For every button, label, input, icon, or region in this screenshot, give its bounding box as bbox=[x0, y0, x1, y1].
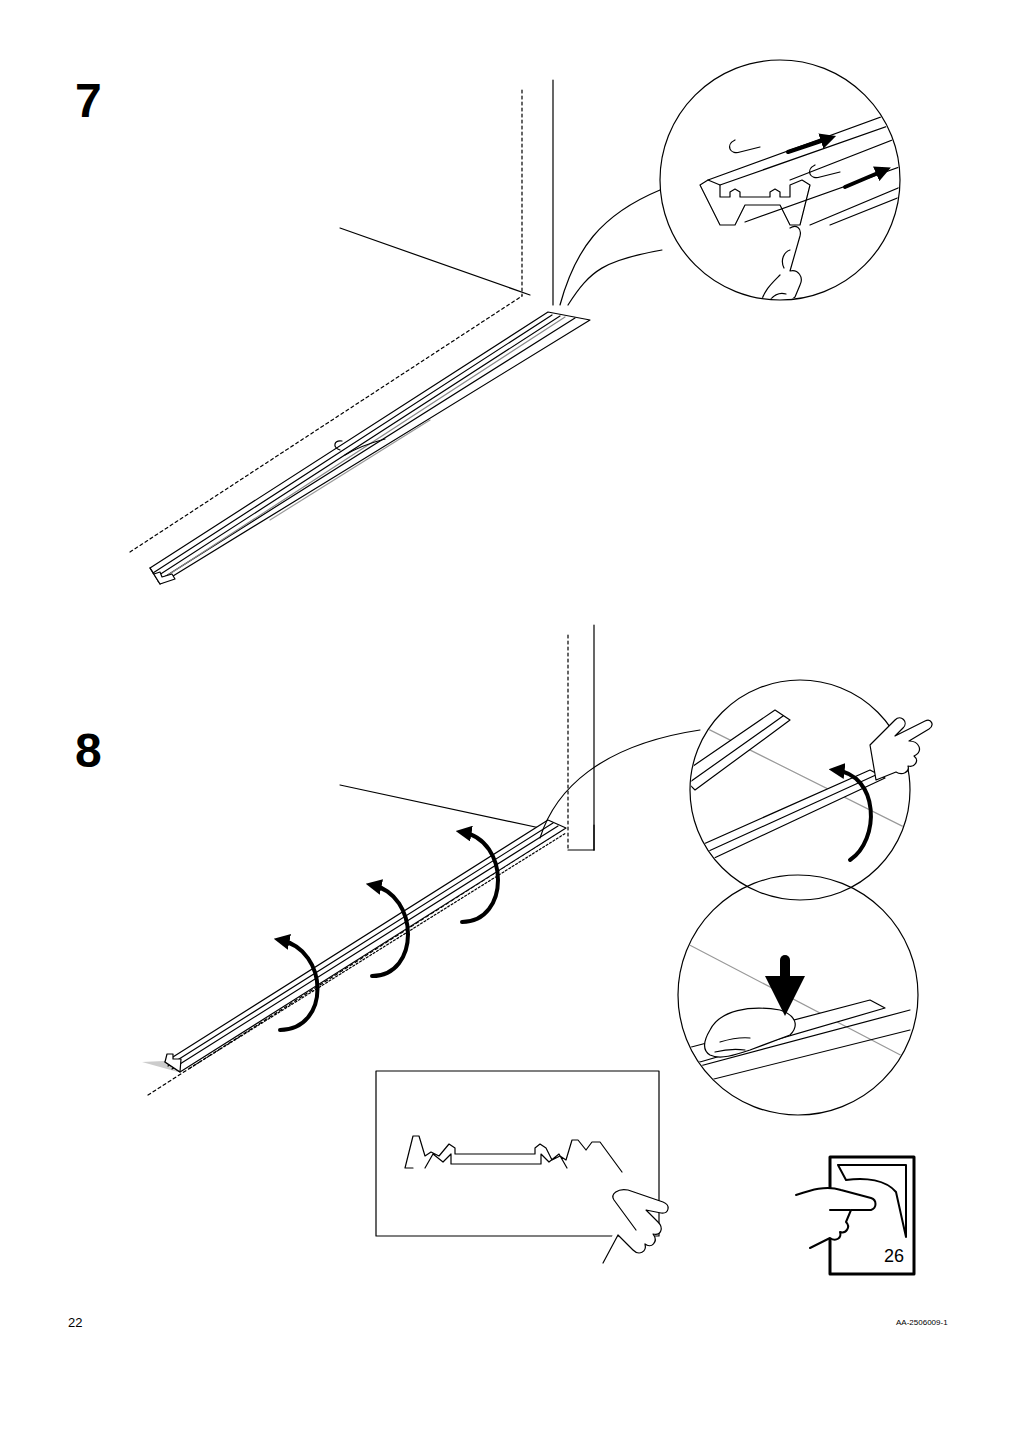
rotate-arrow bbox=[280, 832, 498, 1030]
pointing-hand bbox=[870, 718, 932, 780]
magnifier bbox=[690, 680, 910, 900]
magnifier-tail bbox=[560, 190, 662, 305]
rail-closeup bbox=[680, 940, 910, 1085]
wall bbox=[148, 625, 594, 1095]
magnifier-tail bbox=[540, 730, 700, 838]
floor-rail bbox=[150, 312, 590, 584]
step-number: 8 bbox=[75, 727, 102, 775]
profile-box bbox=[376, 1071, 659, 1236]
pointing-hand bbox=[603, 1190, 668, 1263]
wall bbox=[130, 80, 553, 552]
page-reference: 26 bbox=[884, 1247, 904, 1265]
rail-profile bbox=[405, 1136, 622, 1172]
rail-closeup bbox=[680, 710, 910, 860]
see-page-icon bbox=[796, 1157, 914, 1274]
step-number: 7 bbox=[75, 77, 102, 125]
page-number: 22 bbox=[68, 1316, 82, 1329]
magnifier bbox=[660, 60, 900, 300]
floor-rail bbox=[165, 820, 566, 1072]
magnifier bbox=[678, 875, 918, 1115]
rail-closeup bbox=[700, 110, 905, 317]
document-code: AA-2506009-1 bbox=[896, 1319, 948, 1327]
